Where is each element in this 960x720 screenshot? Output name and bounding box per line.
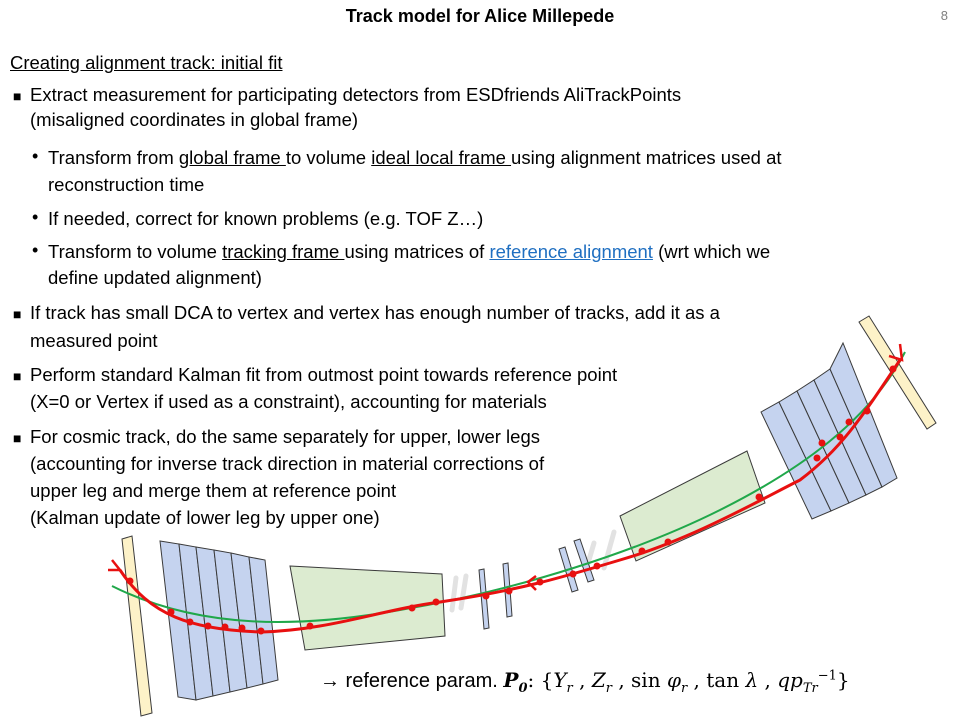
global-frame-term: global frame	[178, 147, 286, 168]
item2-line2: measured point	[30, 330, 158, 351]
formula-Tr: Tr	[802, 681, 818, 696]
bullet-dot-icon: •	[32, 240, 39, 260]
sub3-line2: define updated alignment)	[48, 267, 262, 288]
bullet-dot-icon: •	[32, 146, 39, 166]
sub2-line: If needed, correct for known problems (e…	[48, 208, 484, 229]
sub3-mid: using matrices of	[344, 241, 490, 262]
reference-param-formula: → reference param. P0: {Yr , Zr , sin φr…	[320, 668, 850, 696]
formula-sep3: , tan	[687, 668, 746, 692]
formula-qp: qp	[777, 668, 803, 692]
page-number: 8	[940, 8, 948, 23]
formula-Z: Z	[591, 668, 606, 692]
formula-exp: −1	[817, 668, 837, 684]
formula-r2: r	[605, 681, 612, 696]
sub1-mid: to volume	[285, 147, 372, 168]
formula-r1: r	[566, 681, 573, 696]
measurement-points	[126, 365, 897, 635]
sub1-line2: reconstruction time	[48, 174, 205, 195]
right-blue-detector	[760, 341, 898, 520]
slide-title: Track model for Alice Millepede	[345, 6, 615, 26]
item4-line3: upper leg and merge them at reference po…	[30, 480, 397, 501]
item2-line1: If track has small DCA to vertex and ver…	[30, 302, 720, 323]
formula-P: P	[503, 668, 519, 692]
formula-prefix: → reference param.	[320, 670, 504, 692]
track-arrowheads	[108, 343, 904, 591]
sub1-pre: Transform from	[48, 147, 179, 168]
bullet-square-icon: ■	[13, 88, 22, 104]
formula-phi: φ	[666, 668, 681, 692]
ideal-local-frame-term: ideal local frame	[371, 147, 512, 168]
formula-sep1: ,	[572, 668, 592, 692]
formula-lambda: λ	[745, 668, 759, 692]
section-heading: Creating alignment track: initial fit	[10, 52, 283, 73]
item3-line1: Perform standard Kalman fit from outmost…	[30, 364, 618, 385]
sub3-line1: Transform to volume tracking frame using…	[48, 239, 770, 264]
item3-line2: (X=0 or Vertex if used as a constraint),…	[30, 391, 547, 412]
item4-line2: (accounting for inverse track direction …	[30, 453, 545, 474]
bullet-dot-icon: •	[32, 207, 39, 227]
item4-line1: For cosmic track, do the same separately…	[30, 426, 540, 447]
item1-line2: (misaligned coordinates in global frame)	[30, 109, 359, 130]
sub3-pre: Transform to volume	[48, 241, 223, 262]
formula-sep2: , sin	[611, 668, 667, 692]
bullet-square-icon: ■	[13, 306, 22, 322]
formula-close: }	[836, 668, 850, 692]
sub1-line1: Transform from global frame to volume id…	[48, 145, 782, 170]
left-yellow-strip	[121, 535, 153, 717]
formula-sep4: ,	[758, 668, 778, 692]
sub3-post: (wrt which we	[652, 241, 771, 262]
bullet-square-icon: ■	[13, 368, 22, 384]
item4-line4: (Kalman update of lower leg by upper one…	[30, 507, 380, 528]
reference-alignment-link[interactable]: reference alignment	[489, 241, 653, 262]
bullet-square-icon: ■	[13, 430, 22, 446]
formula-Y: Y	[553, 668, 567, 692]
formula-r3: r	[680, 681, 688, 696]
fit-green-curve	[111, 351, 906, 623]
sub1-post: using alignment matrices used at	[511, 147, 782, 168]
left-blue-detector	[159, 540, 279, 701]
middle-green-detector	[289, 565, 446, 651]
formula-P-sub: 0	[518, 681, 528, 696]
item1-line1: Extract measurement for participating de…	[30, 84, 682, 105]
right-yellow-strip	[858, 315, 937, 430]
formula-colon: : {	[527, 668, 554, 692]
tracking-frame-term: tracking frame	[222, 241, 345, 262]
right-green-detector	[619, 450, 766, 562]
